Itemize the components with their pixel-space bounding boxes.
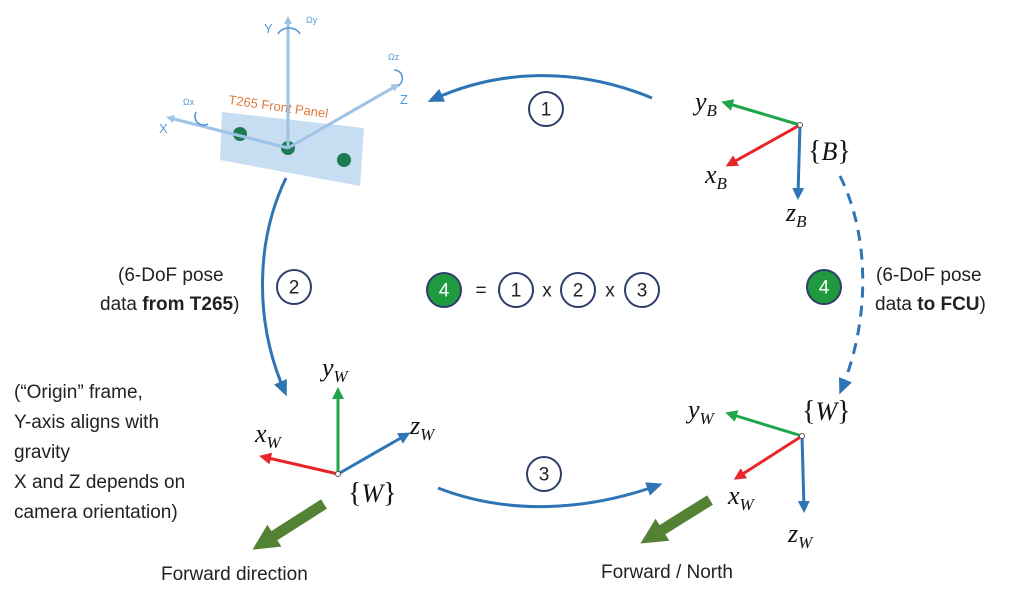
eq-equals: = (475, 281, 486, 302)
flow-arrow-4-dashed (838, 175, 865, 395)
body-label-x: xB (704, 160, 728, 193)
body-frame-name: {B} (808, 136, 851, 167)
svg-text:3: 3 (539, 465, 550, 486)
forward-north-label: Forward / North (601, 562, 733, 583)
world-left-axis-x (259, 452, 339, 476)
world-right-axis-y (725, 410, 803, 438)
body-axis-z (792, 124, 805, 200)
flow-arrow-3 (437, 482, 663, 509)
world-left-axis-z (337, 432, 411, 476)
camera-label-x: X (159, 121, 168, 136)
rotation-y-icon (277, 27, 301, 35)
svg-text:4: 4 (439, 281, 450, 302)
equation: 4 = 1 x 2 x 3 (426, 272, 660, 308)
forward-direction-label: Forward direction (161, 564, 308, 585)
svg-text:2: 2 (289, 278, 300, 299)
world-right-axis-x (733, 434, 803, 480)
svg-text:Y-axis aligns with: Y-axis aligns with (14, 412, 159, 433)
world-right-frame-name: {W} (802, 396, 851, 427)
step-2-badge: 2 (276, 269, 312, 305)
body-label-z: zB (785, 198, 807, 231)
svg-text:2: 2 (573, 281, 584, 302)
svg-text:(6-DoF pose: (6-DoF pose (876, 265, 982, 286)
world-frame-right: yW xW zW {W} Forward / North (601, 395, 851, 583)
step-3-badge: 3 (526, 456, 562, 492)
svg-text:X and Z depends on: X and Z depends on (14, 472, 185, 493)
forward-arrow-right (640, 495, 713, 544)
svg-text:data to FCU): data to FCU) (875, 294, 986, 315)
flow-arrow-1 (427, 74, 653, 102)
rotation-x-icon (194, 111, 209, 126)
camera-axis-x (166, 115, 289, 150)
svg-text:(“Origin” frame,: (“Origin” frame, (14, 382, 143, 403)
world-frame-left: yW xW zW {W} Forward direction (161, 353, 436, 585)
eq-times-1: x (542, 281, 552, 302)
world-right-axis-z (797, 435, 810, 513)
body-frame: yB xB zB {B} (692, 87, 851, 231)
camera-label-rot-y: Ωy (306, 15, 318, 25)
right-arrow-note: (6-DoF pose data to FCU) (875, 265, 986, 315)
body-axis-x (725, 123, 801, 167)
svg-text:(6-DoF pose: (6-DoF pose (118, 265, 224, 286)
camera-label-y: Y (264, 21, 273, 36)
svg-text:3: 3 (637, 281, 648, 302)
camera-label-rot-z: Ωz (388, 52, 400, 62)
camera-label-z: Z (400, 92, 408, 107)
body-axis-y (721, 99, 801, 127)
t265-camera: T265 Front Panel Y Ωy X Ωx Z Ωz (159, 15, 408, 186)
camera-label-rot-x: Ωx (183, 97, 195, 107)
world-left-label-y: yW (319, 353, 350, 386)
world-left-label-z: zW (409, 411, 436, 444)
flow-arrow-2 (261, 177, 288, 397)
step-1-badge: 1 (528, 91, 564, 127)
camera-axis-z (287, 84, 400, 150)
left-arrow-note: (6-DoF pose data from T265) (100, 265, 239, 315)
world-right-label-y: yW (685, 395, 716, 428)
svg-text:4: 4 (819, 278, 830, 299)
eq-times-2: x (605, 281, 615, 302)
world-right-label-x: xW (727, 481, 756, 514)
body-label-y: yB (692, 87, 718, 120)
step-4-badge-right: 4 (806, 269, 842, 305)
svg-text:1: 1 (511, 281, 522, 302)
eq-step-4 (426, 272, 462, 308)
svg-text:data from T265): data from T265) (100, 294, 239, 315)
svg-text:camera orientation): camera orientation) (14, 502, 178, 523)
rotation-z-icon (393, 69, 404, 87)
world-left-label-x: xW (254, 419, 283, 452)
forward-arrow-left (252, 499, 327, 550)
svg-text:1: 1 (541, 100, 552, 121)
origin-frame-note: (“Origin” frame, Y-axis aligns with grav… (14, 382, 185, 523)
world-right-label-z: zW (787, 519, 814, 552)
lens-right (337, 153, 351, 167)
world-left-frame-name: {W} (348, 478, 397, 509)
svg-text:gravity: gravity (14, 442, 70, 463)
